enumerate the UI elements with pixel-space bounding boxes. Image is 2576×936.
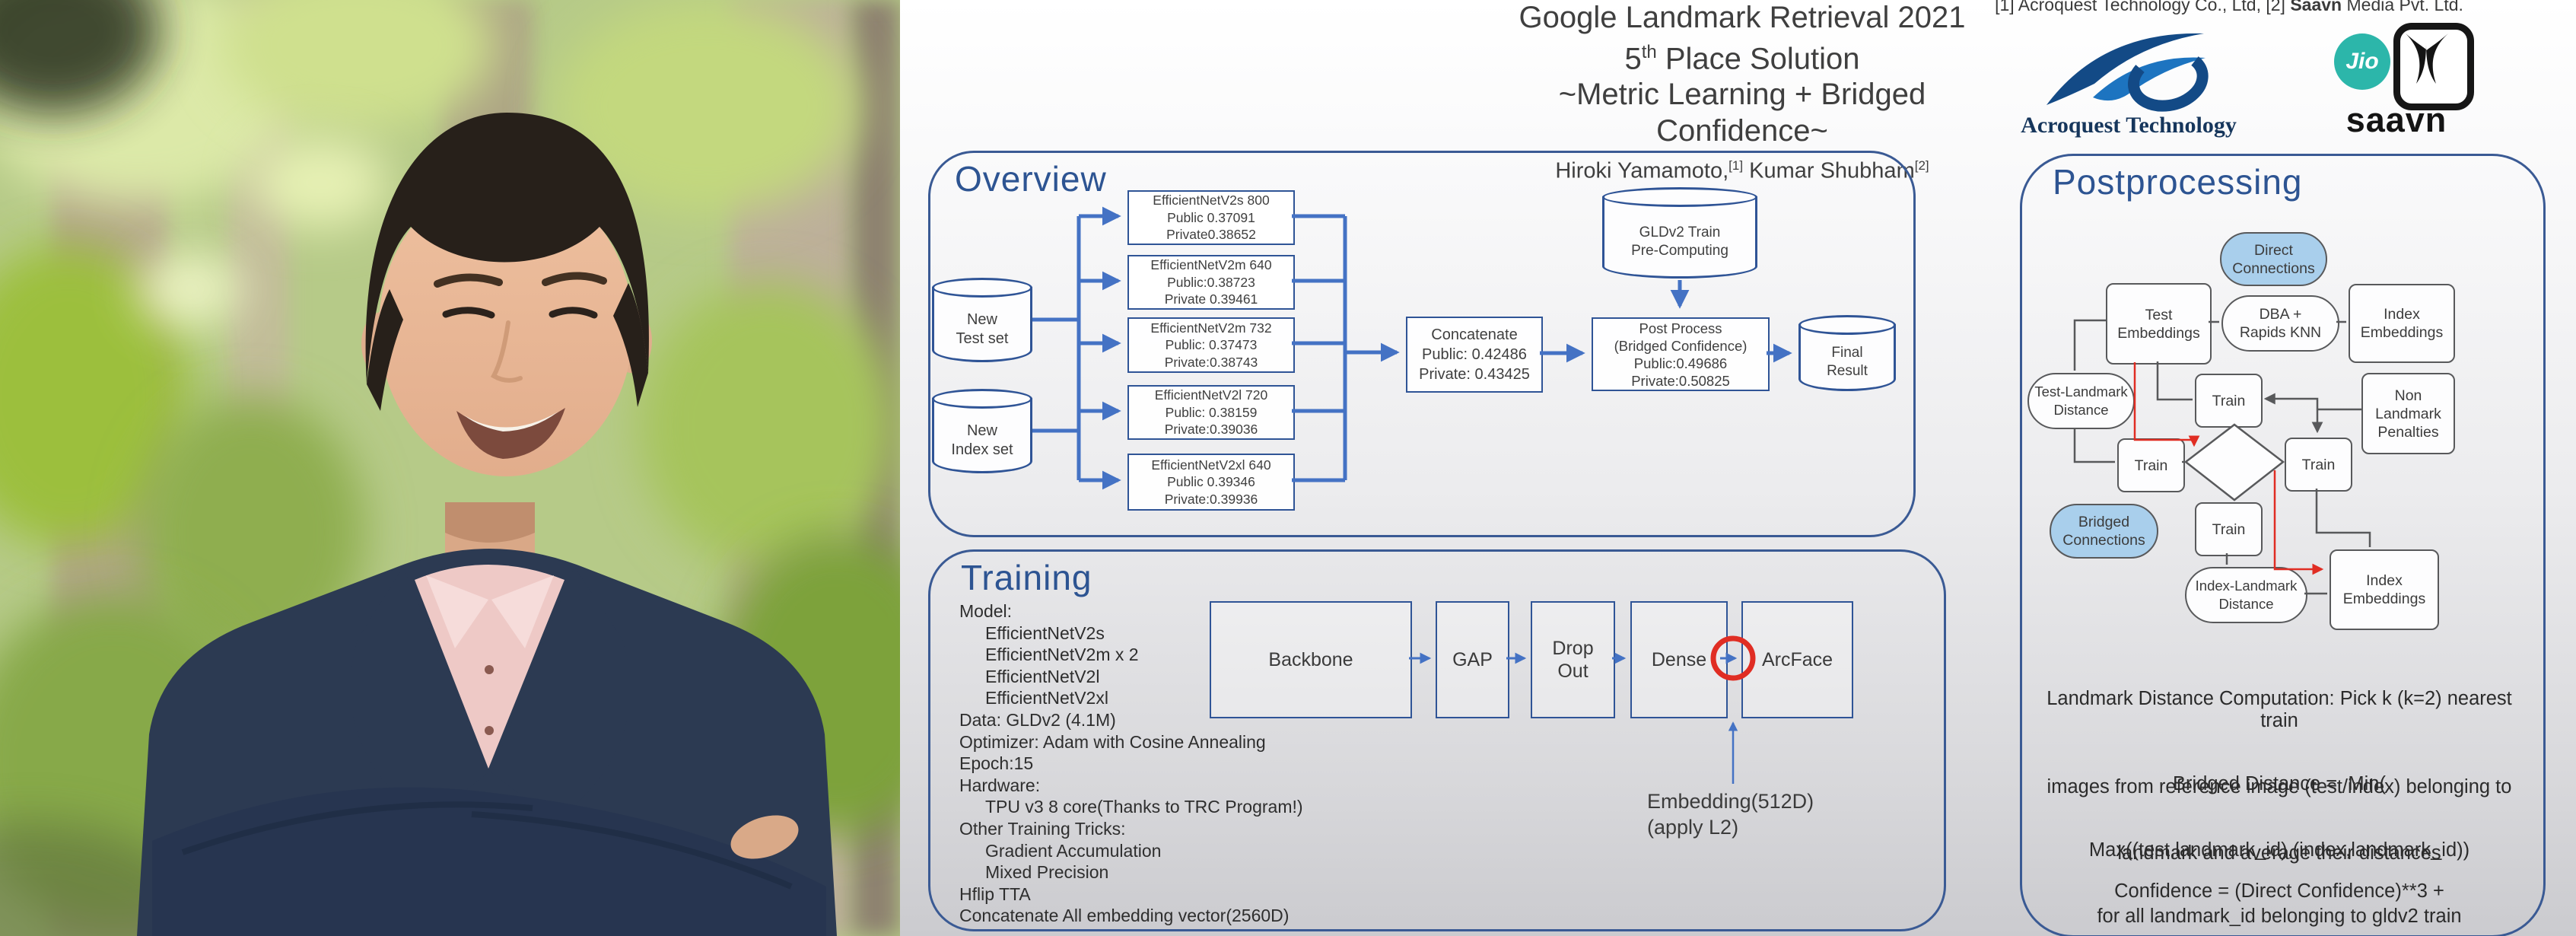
acroquest-logo-icon: [2046, 33, 2209, 112]
landmark-diamond-label: Landmark: [2201, 453, 2268, 470]
gap-box: GAP: [1436, 601, 1509, 718]
arcface-box: ArcFace: [1741, 601, 1853, 718]
presenter-photo: [0, 0, 900, 936]
dense-box: Dense: [1630, 601, 1728, 718]
training-details: Model: EfficientNetV2s EfficientNetV2m x…: [959, 601, 1303, 926]
saavn-glyph-icon: [2406, 33, 2448, 84]
postprocessing-title: Postprocessing: [2053, 162, 2303, 202]
training-section-frame: [928, 549, 1946, 931]
backbone-box: Backbone: [1210, 601, 1412, 718]
training-title: Training: [961, 558, 1092, 597]
train-top-node: Train: [2195, 374, 2263, 428]
presenter-figure: [137, 113, 837, 936]
train-bottom-node: Train: [2195, 502, 2263, 556]
affiliation-note: [1] Acroquest Technology Co., Ltd, [2] S…: [1995, 0, 2463, 14]
title-line-1: Google Landmark Retrieval 2021: [1519, 1, 1966, 34]
overview-section-frame: [928, 151, 1916, 537]
post-process-box: Post Process(Bridged Confidence) Public:…: [1592, 317, 1770, 391]
overview-title: Overview: [955, 159, 1107, 199]
title-line-2: 5th Place Solution: [1624, 42, 1860, 76]
embedding-note: Embedding(512D) (apply L2): [1647, 790, 1814, 839]
saavn-logo-icon: [2393, 23, 2474, 110]
jio-logo: Jio: [2334, 33, 2390, 90]
bridged-distance-formula: Bridged Distance = Min( Max((test,landma…: [2088, 773, 2470, 927]
dba-rapids-knn-node: DBA +Rapids KNN: [2221, 295, 2339, 352]
landmark-distance-paragraph: Landmark Distance Computation: Pick k (k…: [2046, 688, 2517, 864]
slide-title: Google Landmark Retrieval 2021 5th Place…: [1484, 0, 2001, 188]
title-line-3: ~Metric Learning + Bridged Confidence~: [1558, 78, 1926, 148]
acroquest-logo-text: Acroquest Technology: [2021, 113, 2237, 138]
saavn-logo-text: saavn: [2345, 100, 2447, 139]
train-right-node: Train: [2285, 438, 2352, 492]
confidence-formula: Confidence = (Direct Confidence)**3 + (B…: [2114, 880, 2444, 902]
train-left-node: Train: [2117, 438, 2185, 492]
